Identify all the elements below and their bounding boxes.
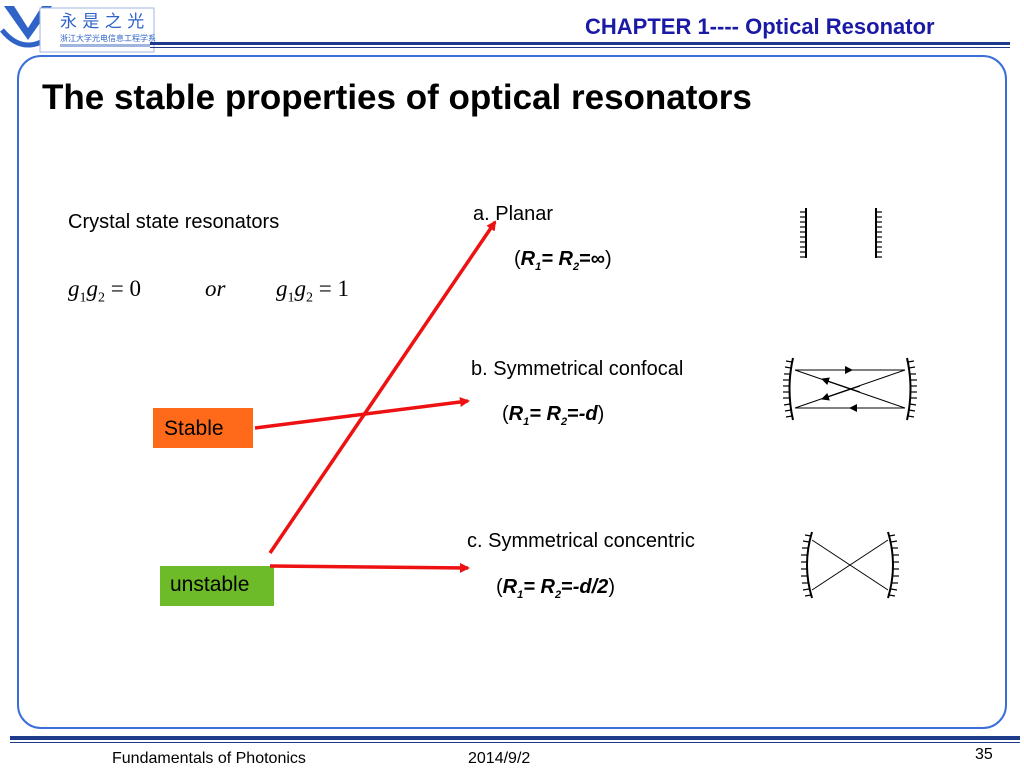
header-rule bbox=[150, 42, 1010, 45]
footer-course: Fundamentals of Photonics bbox=[112, 750, 306, 767]
chapter-header: CHAPTER 1---- Optical Resonator bbox=[585, 14, 935, 39]
planar-mirrors bbox=[800, 208, 882, 258]
confocal-resonator bbox=[783, 357, 917, 421]
equation-left: g1g2 = 0 bbox=[68, 276, 141, 306]
crystal-label: Crystal state resonators bbox=[68, 211, 280, 233]
header-rule-thin bbox=[150, 47, 1010, 48]
footer-date: 2014/9/2 bbox=[468, 750, 531, 767]
unstable-label: unstable bbox=[160, 566, 274, 606]
svg-text:永 是 之 光: 永 是 之 光 bbox=[60, 12, 144, 32]
content-frame bbox=[17, 55, 1007, 729]
item-planar-name: a. Planar bbox=[473, 203, 554, 225]
footer-rule bbox=[10, 736, 1020, 740]
svg-text:浙江大学光电信息工程学系: 浙江大学光电信息工程学系 bbox=[60, 33, 156, 43]
stable-label: Stable bbox=[153, 408, 253, 448]
concentric-resonator bbox=[801, 531, 899, 599]
item-confocal-condition: (R1= R2=-d) bbox=[502, 403, 605, 428]
equation-right: g1g2 = 1 bbox=[276, 276, 349, 306]
item-planar-condition: (R1= R2=∞) bbox=[514, 248, 612, 273]
item-confocal-name: b. Symmetrical confocal bbox=[471, 358, 684, 380]
page-number: 35 bbox=[975, 746, 993, 763]
arrow-unstable-to-concentric bbox=[269, 562, 470, 573]
university-logo: 永 是 之 光 浙江大学光电信息工程学系 bbox=[0, 6, 156, 53]
arrow-unstable-to-planar bbox=[268, 220, 497, 554]
arrow-stable-to-confocal bbox=[254, 397, 470, 430]
footer-rule-thin bbox=[10, 742, 1020, 743]
slide-title: The stable properties of optical resonat… bbox=[42, 78, 752, 117]
item-concentric-name: c. Symmetrical concentric bbox=[467, 530, 695, 552]
item-concentric-condition: (R1= R2=-d/2) bbox=[496, 576, 615, 601]
equation-or: or bbox=[205, 276, 226, 301]
